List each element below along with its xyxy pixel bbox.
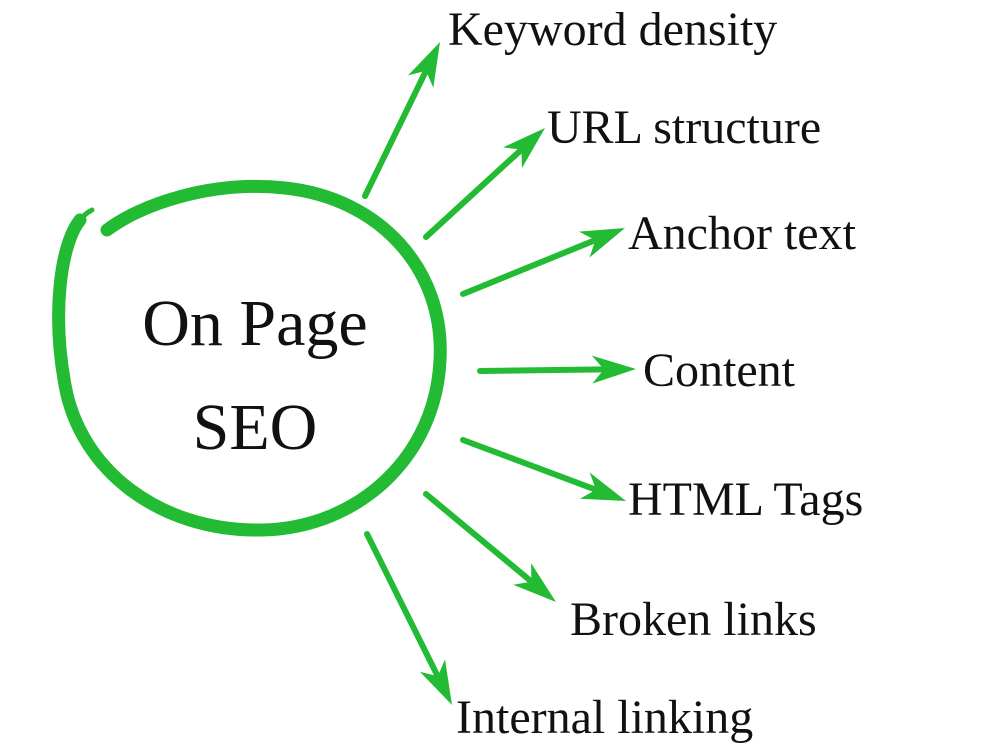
arrow-head-anchor-text (579, 228, 625, 258)
branch-label-anchor-text: Anchor text (628, 207, 856, 260)
center-title-line2: SEO (192, 391, 318, 464)
branch-label-content: Content (643, 344, 795, 397)
arrow-shaft-anchor-text (460, 237, 599, 297)
arrow-head-content (591, 355, 636, 384)
center-circle-tick (77, 207, 95, 223)
arrow-shaft-internal-linking (364, 531, 441, 680)
center-title-line1: On Page (142, 287, 368, 360)
arrow-shaft-url-structure (423, 146, 525, 240)
branch-label-keyword-density: Keyword density (448, 3, 778, 56)
arrow-head-broken-links (513, 563, 556, 602)
branch-label-internal-linking: Internal linking (456, 691, 754, 744)
arrow-head-url-structure (503, 128, 545, 168)
center-circle (52, 179, 447, 537)
arrow-head-internal-linking (419, 659, 452, 705)
branch-label-html-tags: HTML Tags (628, 473, 864, 526)
arrow-head-html-tags (579, 472, 626, 501)
center-title: On Page SEO (80, 272, 430, 480)
arrow-head-keyword-density (408, 42, 440, 88)
branch-label-broken-links: Broken links (570, 593, 817, 646)
arrow-shaft-content (477, 366, 608, 374)
arrow-shaft-broken-links (423, 491, 535, 585)
arrow-shaft-keyword-density (362, 67, 429, 199)
arrow-shaft-html-tags (460, 437, 600, 493)
branch-label-url-structure: URL structure (547, 101, 822, 154)
